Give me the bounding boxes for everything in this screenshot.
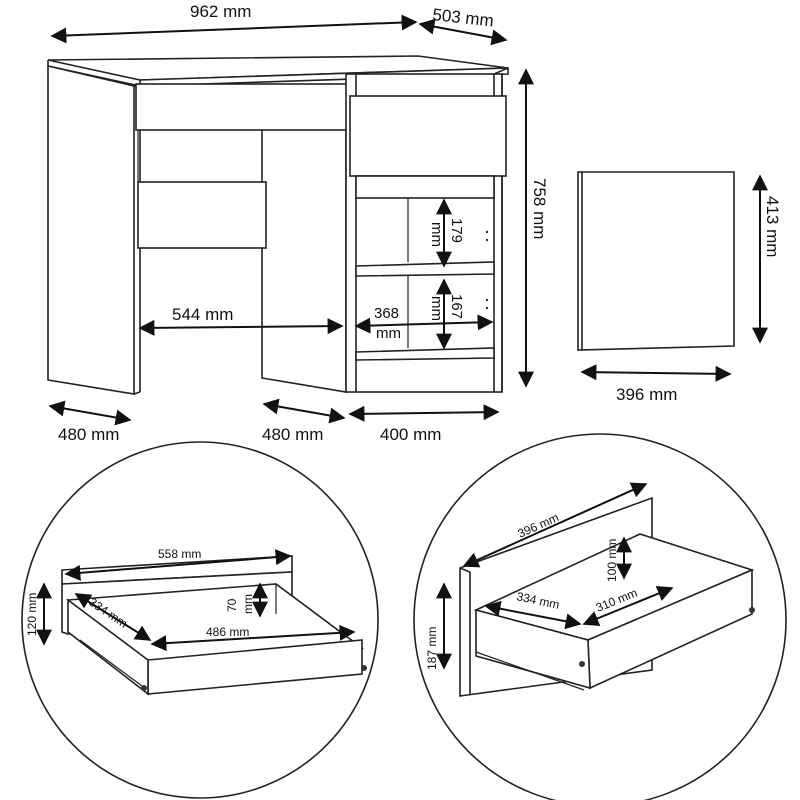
right-drawer-dimension-lines — [436, 482, 674, 670]
left-leg-side — [47, 64, 135, 395]
right-drawer-front-height-label: 187 mm — [425, 627, 439, 670]
shelf-lower-height-value: 167 — [448, 294, 465, 319]
left-top-drawer-front — [135, 83, 349, 131]
desk-dimension-lines — [48, 14, 534, 426]
left-drawer-inner-height-value: 70 — [225, 598, 239, 612]
shelf-top — [355, 175, 495, 199]
left-drawer-front-width-label: 558 mm — [158, 547, 201, 561]
left-drawer-inner-height-unit: mm — [241, 594, 255, 614]
middle-leg — [261, 127, 347, 393]
left-drawer-detail-circle — [21, 441, 379, 799]
right-drawer-front — [349, 95, 507, 177]
desk-height-label: 758 mm — [530, 178, 549, 239]
right-drawer-box-side — [475, 608, 591, 690]
shelf-upper-height-value: 179 — [448, 218, 465, 243]
door-width-label: 396 mm — [616, 385, 677, 404]
left-drawer-detail — [21, 441, 379, 799]
left-drawer-front-height-label: 120 mm — [25, 593, 39, 636]
right-drawer-inner-height-label: 100 mm — [605, 539, 619, 582]
right-drawer-detail-circle — [413, 433, 787, 800]
shelf-upper-height-unit: mm — [428, 222, 445, 247]
left-drawer-dimension-lines — [36, 549, 356, 652]
cabinet-width-label: 400 mm — [380, 425, 441, 444]
left-drawer-inner-width-label: 486 mm — [206, 625, 249, 639]
desk-width-label: 962 mm — [190, 2, 251, 21]
door-panel-drawing — [577, 171, 768, 382]
shelf-width-value: 368 — [374, 305, 399, 322]
leg-gap-label: 544 mm — [172, 305, 233, 324]
left-lower-drawer-front — [137, 181, 267, 249]
left-leg-depth-label: 480 mm — [58, 425, 119, 444]
desk-depth-label: 503 mm — [432, 5, 495, 30]
shelf-lower-height-unit: mm — [428, 296, 445, 321]
door-height-label: 413 mm — [763, 196, 782, 257]
middle-leg-depth-label: 480 mm — [262, 425, 323, 444]
shelf-width-unit: mm — [376, 325, 401, 342]
door-panel — [577, 171, 735, 351]
